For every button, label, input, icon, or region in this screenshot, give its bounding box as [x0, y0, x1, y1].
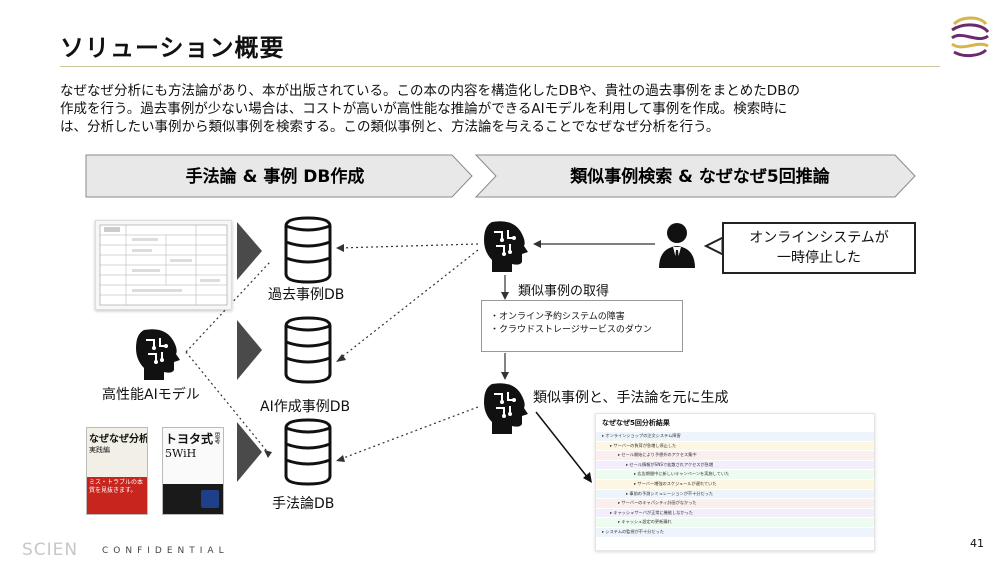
result-tree-row: ▸ キャッシュ設定の更新漏れ	[596, 518, 874, 528]
arrow-head	[501, 292, 509, 300]
ai-brain-icon	[484, 221, 528, 272]
solid-arrow	[535, 411, 589, 479]
result-tree-row: ▸ 広告期間中に新しいキャンペーンを実施していた	[596, 470, 874, 480]
screen-title: なぜなぜ5回分析結果	[602, 419, 670, 427]
result-tree-row: ▸ オンラインショップの注文システム障害	[596, 432, 874, 442]
dotted-arrow	[185, 351, 271, 456]
speech-line: 一時停止した	[777, 250, 861, 266]
db-label-past: 過去事例DB	[268, 287, 345, 303]
triangle-arrow-icon	[237, 422, 262, 482]
result-tree-row: ▸ セール情報がSNSで拡散されアクセスが急増	[596, 460, 874, 471]
banner-left	[85, 154, 473, 198]
book-side-text: 思考	[213, 432, 220, 444]
triangle-arrow-icon	[237, 222, 262, 280]
similar-cases-box: ・オンライン予約システムの障害 ・クラウドストレージサービスのダウン	[481, 300, 683, 352]
result-tree: ▸ オンラインショップの注文システム障害▸ サーバーの負荷が急増し停止した▸ セ…	[596, 432, 874, 538]
intro-line: は、分析したい事例から類似事例を検索する。この類似事例と、方法論を与えることでな…	[60, 119, 720, 135]
retrieve-label: 類似事例の取得	[518, 284, 610, 299]
book-title: なぜなぜ分析	[89, 434, 148, 445]
case-document-thumbnail	[95, 220, 232, 310]
database-icon	[284, 216, 332, 284]
triangle-arrow-icon	[237, 320, 262, 380]
similar-case-item: ・オンライン予約システムの障害	[490, 312, 625, 322]
intro-line: 作成を行う。過去事例が少ない場合は、コストが高いが高性能な推論ができるAIモデル…	[60, 101, 788, 117]
footer-logo: SCIEN	[22, 540, 79, 560]
book-subtitle: 5WiH	[165, 447, 197, 460]
dotted-arrow	[337, 243, 479, 249]
arrow-head	[501, 372, 509, 380]
result-tree-row: ▸ 事前の予測シミュレーションが不十分だった	[596, 489, 874, 500]
result-tree-row: ▸ サーバー増強のスケジュールが遅れていた	[596, 479, 874, 490]
book-tagline: ミス・トラブルの本質を見抜きます。	[87, 477, 147, 514]
book-subtitle: 実践編	[89, 446, 110, 454]
page-number: 41	[970, 537, 984, 550]
arrow-head	[336, 354, 346, 362]
dotted-arrow	[337, 406, 479, 461]
db-label-method: 手法論DB	[272, 496, 335, 512]
banner-right-label: 類似事例検索 & なぜなぜ5回推論	[569, 166, 830, 187]
brand-logo-icon	[951, 16, 990, 58]
arrow-head	[336, 455, 345, 462]
analysis-result-screen: なぜなぜ5回分析結果 ▸ オンラインショップの注文システム障害▸ サーバーの負荷…	[595, 413, 875, 551]
arrow-head	[533, 240, 541, 248]
arrow-head	[583, 472, 592, 483]
book-cover-nazenaze: なぜなぜ分析 実践編 ミス・トラブルの本質を見抜きます。	[86, 427, 148, 515]
result-tree-row: ▸ キャッシュサーバが正常に機能しなかった	[596, 508, 874, 519]
slide-title: ソリューション概要	[60, 34, 285, 62]
result-tree-row: ▸ セール開始により予想外のアクセス集中	[596, 451, 874, 461]
book-title: トヨタ式	[165, 432, 214, 446]
database-icon	[284, 316, 332, 384]
db-label-ai: AI作成事例DB	[260, 399, 351, 415]
banner-left-label: 手法論 & 事例 DB作成	[186, 166, 365, 187]
dotted-arrow	[337, 249, 479, 361]
title-divider	[60, 66, 940, 67]
book-cover-toyota: トヨタ式 5WiH 思考	[162, 427, 224, 515]
database-icon	[284, 418, 332, 486]
intro-line: なぜなぜ分析にも方法論があり、本が出版されている。この本の内容を構造化したDBや…	[60, 83, 800, 99]
document-form-icon	[99, 224, 228, 306]
footer-confidential: CONFIDENTIAL	[102, 546, 229, 556]
business-person-icon	[659, 223, 695, 268]
speech-bubble: オンラインシステムが 一時停止した	[722, 222, 916, 274]
similar-case-item: ・クラウドストレージサービスのダウン	[490, 325, 652, 335]
book-bottom-band	[163, 484, 223, 514]
ai-brain-icon	[136, 329, 180, 380]
result-tree-row: ▸ サーバーの負荷が急増し停止した	[596, 441, 874, 452]
speech-bubble-tail	[703, 236, 723, 256]
speech-line: オンラインシステムが	[749, 230, 889, 246]
banner-right	[474, 154, 916, 198]
generate-label: 類似事例と、手法論を元に生成	[533, 390, 729, 406]
result-tree-row: ▸ サーバーのキャパシティ計画がなかった	[596, 499, 874, 509]
ai-brain-icon	[484, 383, 528, 434]
arrow-head	[264, 450, 272, 458]
arrow-head	[336, 244, 344, 252]
result-tree-row: ▸ システムの監視が不十分だった	[596, 527, 874, 538]
ai-model-label: 高性能AIモデル	[102, 387, 200, 403]
intro-paragraph: なぜなぜ分析にも方法論があり、本が出版されている。この本の内容を構造化したDBや…	[60, 82, 950, 136]
